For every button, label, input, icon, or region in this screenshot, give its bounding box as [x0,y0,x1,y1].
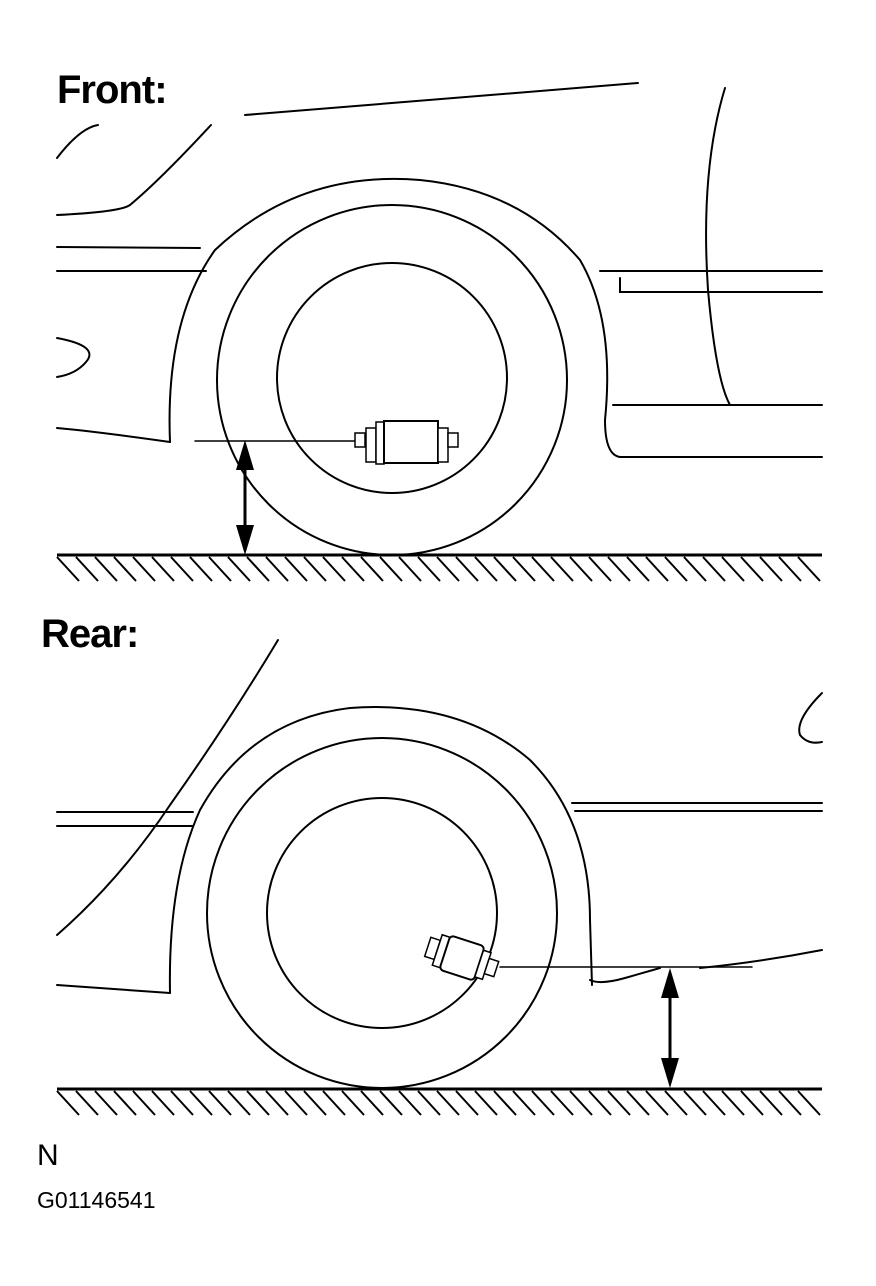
ground-hatch [246,1090,270,1116]
ground-hatch [398,556,422,582]
ground-hatch [550,1090,574,1116]
ground-hatch [113,556,137,582]
ground-hatch [588,556,612,582]
ground-hatch [56,556,80,582]
ground-hatch [132,1090,156,1116]
ground-hatch [322,1090,346,1116]
ground-hatch [683,556,707,582]
ground-hatch [151,1090,175,1116]
ground-hatch [569,1090,593,1116]
ground-hatch [493,556,517,582]
code-letter: N [37,1139,59,1172]
front-section-title: Front: [57,68,168,112]
front-bushing-bolt [194,420,459,465]
front-height-arrow [236,440,254,555]
ground-hatch [341,1090,365,1116]
ground-hatch [759,1090,783,1116]
ground-hatch [474,556,498,582]
ground-hatch [607,1090,631,1116]
ground-hatch [588,1090,612,1116]
ground-hatch [303,1090,327,1116]
front-body-lines [56,82,823,443]
ground-hatch [113,1090,137,1116]
ground-hatch [645,556,669,582]
ground-hatch [740,556,764,582]
ground-hatch [759,556,783,582]
ground-hatch [645,1090,669,1116]
ground-hatch [797,556,821,582]
ground-hatch [94,556,118,582]
ground-hatch [512,556,536,582]
ground-hatch [189,1090,213,1116]
rear-body-lines [56,639,823,994]
ground-hatch [379,1090,403,1116]
ground-hatch [512,1090,536,1116]
ground-hatch [797,1090,821,1116]
rear-ground [56,1087,822,1116]
ground-hatch [683,1090,707,1116]
ground-hatch [227,556,251,582]
ground-hatch [607,556,631,582]
ground-hatch [474,1090,498,1116]
front-ground [56,553,822,582]
ground-hatch [246,556,270,582]
ground-hatch [227,1090,251,1116]
ground-hatch [284,556,308,582]
ground-hatch [132,556,156,582]
ground-hatch [417,1090,441,1116]
ground-hatch [265,556,289,582]
ground-hatch [436,1090,460,1116]
ground-hatch [550,556,574,582]
ground-hatch [208,556,232,582]
front-illustration [56,82,823,582]
ground-hatch [721,556,745,582]
rear-bushing-bolt [423,933,753,981]
ground-hatch [626,1090,650,1116]
figure-id: G01146541 [37,1187,156,1213]
ground-hatch [531,556,555,582]
ground-hatch [284,1090,308,1116]
ground-hatch [189,556,213,582]
ground-hatch [208,1090,232,1116]
ground-hatch [493,1090,517,1116]
ground-hatch [94,1090,118,1116]
ground-hatch [265,1090,289,1116]
rear-section-title: Rear: [41,612,139,656]
ground-hatch [702,556,726,582]
rear-tire [206,737,558,1089]
rear-height-arrow [661,968,679,1088]
ground-hatch [417,556,441,582]
rear-illustration [56,639,823,1116]
ground-hatch [56,1090,80,1116]
ground-hatch [626,556,650,582]
ground-hatch [398,1090,422,1116]
ground-hatch [379,556,403,582]
ground-hatch [436,556,460,582]
ground-hatch [664,1090,688,1116]
ground-hatch [778,556,802,582]
ground-hatch [360,556,384,582]
ground-hatch [455,1090,479,1116]
front-wheel-arch [168,177,823,458]
ground-hatch [702,1090,726,1116]
ground-hatch [170,1090,194,1116]
ground-hatch [721,1090,745,1116]
ground-hatch [341,556,365,582]
ground-hatch [778,1090,802,1116]
ground-hatch [569,556,593,582]
ground-hatch [360,1090,384,1116]
ground-hatch [75,556,99,582]
ground-hatch [303,556,327,582]
ground-hatch [151,556,175,582]
ground-hatch [322,556,346,582]
ground-hatch [740,1090,764,1116]
rear-wheel-arch [168,706,593,994]
ground-hatch [75,1090,99,1116]
ground-hatch [664,556,688,582]
ground-hatch [170,556,194,582]
ground-hatch [455,556,479,582]
ground-hatch [531,1090,555,1116]
